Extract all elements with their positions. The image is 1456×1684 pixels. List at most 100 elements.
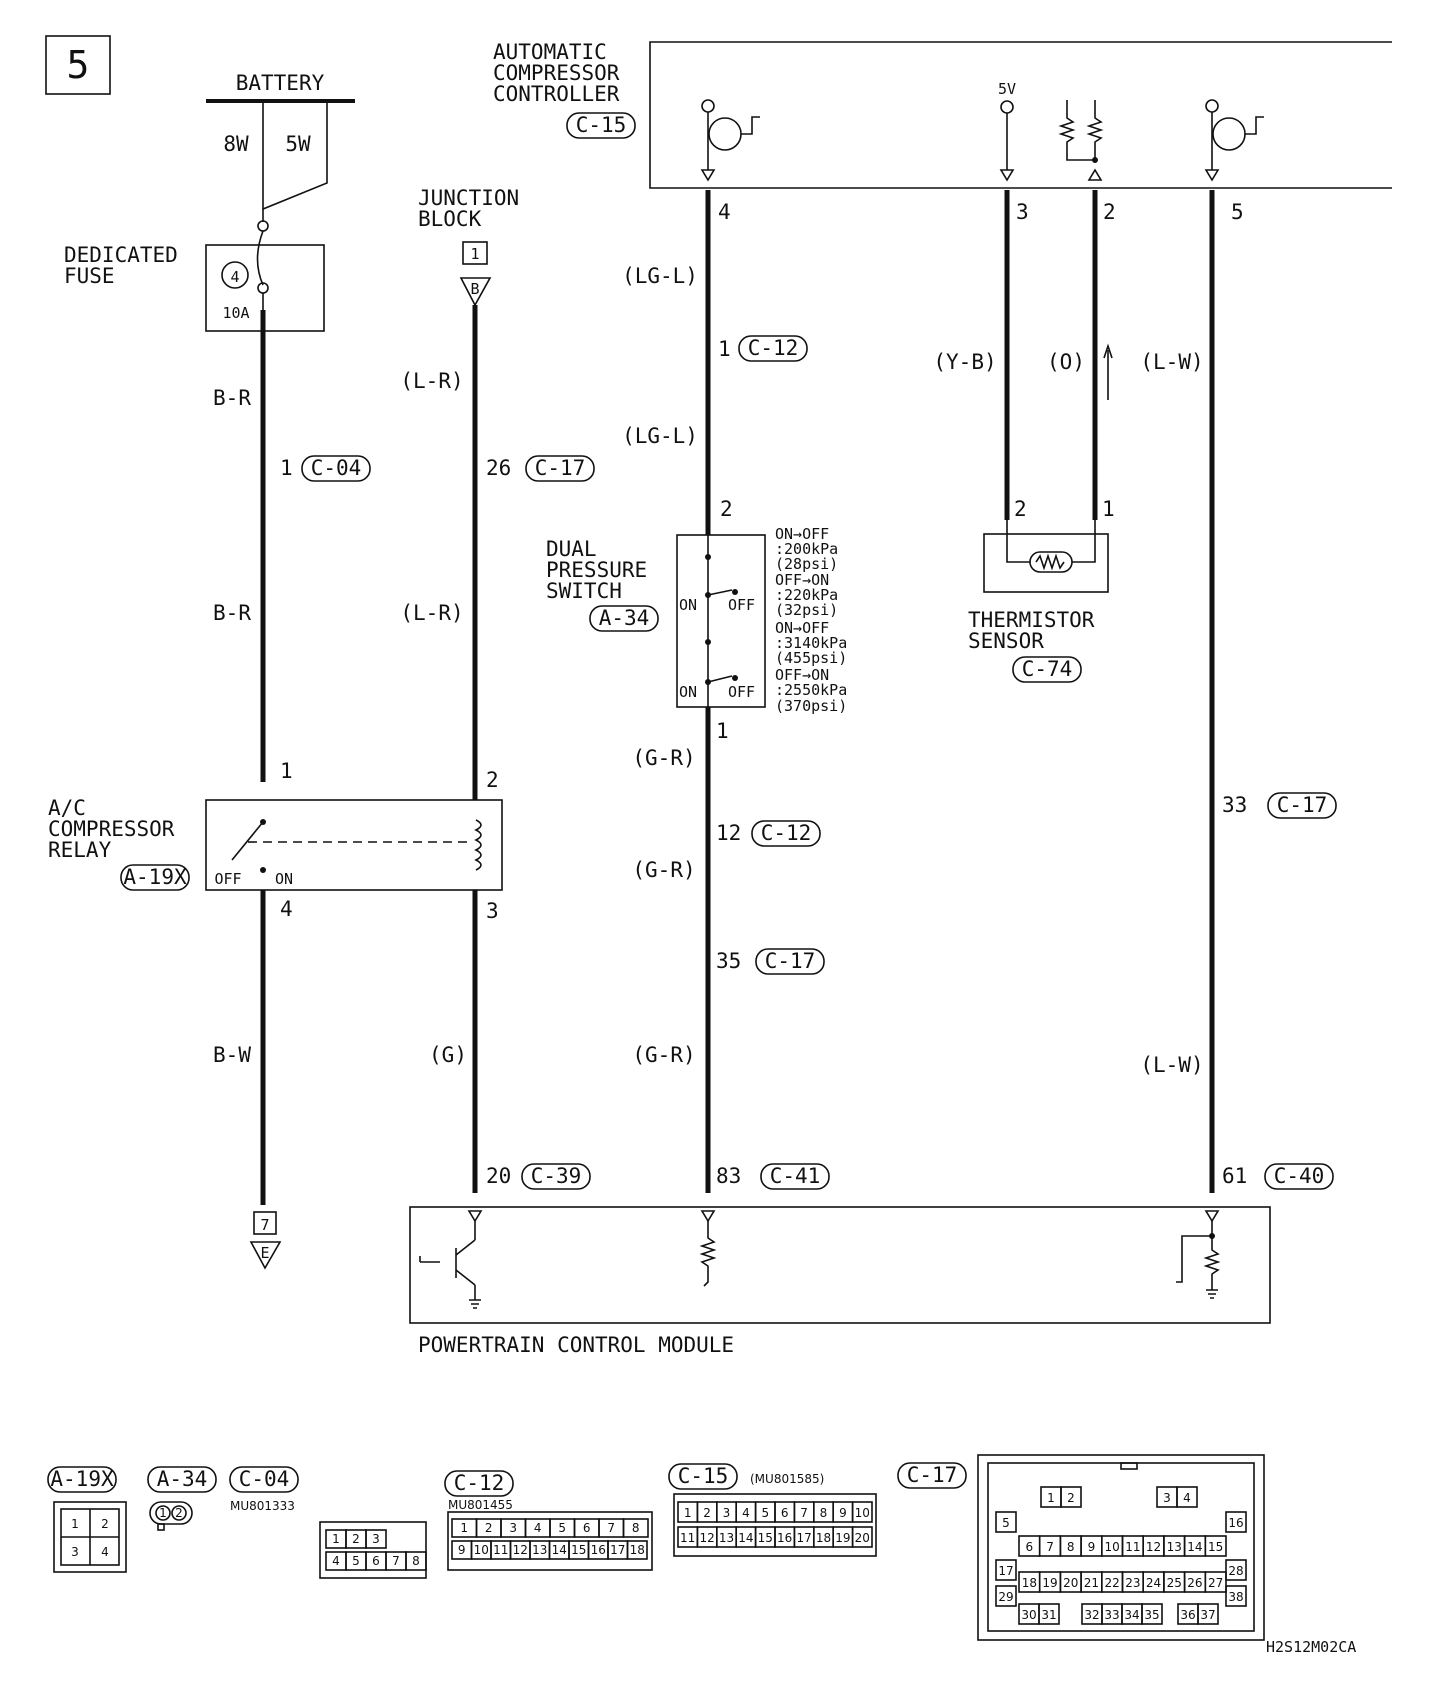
cv-c12-pin: 11 xyxy=(493,1543,508,1557)
cv-c12-pin: 6 xyxy=(583,1521,591,1535)
cv-c17-pin: 23 xyxy=(1125,1576,1140,1590)
cv-c17-pin: 31 xyxy=(1041,1608,1056,1622)
dedicated-fuse: DEDICATED FUSE 4 10A xyxy=(64,209,325,332)
junction-block-label-2: BLOCK xyxy=(418,207,482,231)
cv-c17-pin: 8 xyxy=(1067,1540,1075,1554)
dps-label-3: SWITCH xyxy=(546,579,622,603)
battery-wire-8w: 8W xyxy=(223,132,249,156)
dps-note-1: ON→OFF xyxy=(775,525,829,543)
cv-c17-cell xyxy=(995,1559,1017,1581)
cv-c17-pin: 37 xyxy=(1200,1608,1215,1622)
cv-c15-pin: 10 xyxy=(855,1506,870,1520)
dps-pin-1: 1 xyxy=(716,719,729,743)
cv-c12-pin: 16 xyxy=(591,1543,606,1557)
cv-c12-label: C-12 xyxy=(454,1471,505,1495)
junction-c39-pin: 20 xyxy=(486,1164,511,1188)
cv-a19x-pin-1: 1 xyxy=(71,1517,79,1531)
cv-c12-pin: 3 xyxy=(509,1521,517,1535)
junction-c17c: 33 C-17 xyxy=(1222,792,1337,819)
cv-c15-pin: 19 xyxy=(835,1531,850,1545)
cv-a34-pin-1: 1 xyxy=(159,1506,167,1520)
controller-pin-2: 2 xyxy=(1103,200,1116,224)
cv-a34-label: A-34 xyxy=(157,1467,208,1491)
wire-color-yb: (Y-B) xyxy=(933,350,996,374)
cv-c15-part: (MU801585) xyxy=(750,1472,824,1486)
connector-view-a34: A-34 1 2 xyxy=(147,1466,217,1531)
junction-c04-pin: 1 xyxy=(280,456,293,480)
junction-block-label-1: JUNCTION xyxy=(418,186,519,210)
cv-c04-pin: 7 xyxy=(392,1554,400,1568)
cv-c15-pin: 18 xyxy=(816,1531,831,1545)
junction-c12b-label: C-12 xyxy=(761,821,812,845)
battery-label: BATTERY xyxy=(236,71,325,95)
junction-c40-pin: 61 xyxy=(1222,1164,1247,1188)
cv-c17-pin: 21 xyxy=(1084,1576,1099,1590)
wire-color-bw: B-W xyxy=(213,1043,251,1067)
dps-note-5: :220kPa xyxy=(775,586,838,604)
controller-label-1: AUTOMATIC xyxy=(493,40,607,64)
dps-note-7: ON→OFF xyxy=(775,619,829,637)
junction-c40: 61 C-40 xyxy=(1222,1163,1334,1190)
cv-c15-pin: 14 xyxy=(738,1531,753,1545)
junction-c41-pin: 83 xyxy=(716,1164,741,1188)
cv-c17-pin: 22 xyxy=(1105,1576,1120,1590)
cv-c17-pin: 34 xyxy=(1124,1608,1139,1622)
junction-c40-label: C-40 xyxy=(1274,1164,1325,1188)
ground-e: 7 E xyxy=(249,1211,282,1270)
relay-pin-2: 2 xyxy=(486,768,499,792)
page-number: 5 xyxy=(67,43,90,87)
junction-c12a-pin: 1 xyxy=(718,337,731,361)
cv-c04-cell xyxy=(365,1529,387,1549)
cv-c17-pin: 10 xyxy=(1105,1540,1120,1554)
thermistor-connector: C-74 xyxy=(1022,657,1073,681)
junction-block-terminal: B xyxy=(470,280,479,298)
cv-c04-pin: 3 xyxy=(372,1532,380,1546)
cv-a19x-label: A-19X xyxy=(50,1467,114,1491)
cv-c15-cell xyxy=(851,1501,873,1523)
dps-pin-2: 2 xyxy=(720,497,733,521)
cv-a19x-pin-4: 4 xyxy=(101,1545,109,1559)
dps-note-3: (28psi) xyxy=(775,555,838,573)
wire-color-gr-3: (G-R) xyxy=(632,1043,695,1067)
cv-c17-pin: 19 xyxy=(1042,1576,1057,1590)
cv-c15-pin: 8 xyxy=(820,1506,828,1520)
relay-label-1: A/C xyxy=(48,796,86,820)
junction-c17b: 35 C-17 xyxy=(716,948,825,975)
cv-c17-pin: 26 xyxy=(1187,1576,1202,1590)
cv-c17-pin: 2 xyxy=(1067,1491,1075,1505)
dps-note-2: :200kPa xyxy=(775,540,838,558)
cv-c17-cell xyxy=(1060,1486,1082,1508)
dps-note-9: (455psi) xyxy=(775,649,847,667)
relay-pin-3: 3 xyxy=(486,899,499,923)
dps-note-12: (370psi) xyxy=(775,697,847,715)
junction-c17a-label: C-17 xyxy=(535,456,586,480)
wire-color-lw-1: (L-W) xyxy=(1140,350,1203,374)
cv-c15-pin: 15 xyxy=(758,1531,773,1545)
cv-c15-pin: 13 xyxy=(719,1531,734,1545)
dps-label-2: PRESSURE xyxy=(546,558,647,582)
cv-c15-pin: 16 xyxy=(777,1531,792,1545)
dedicated-fuse-label-1: DEDICATED xyxy=(64,243,178,267)
ac-compressor-relay: A/C COMPRESSOR RELAY A-19X OFF ON xyxy=(48,796,503,891)
cv-c15-pin: 7 xyxy=(800,1506,808,1520)
cv-c12-pin: 9 xyxy=(458,1543,466,1557)
cv-c17-pin: 6 xyxy=(1026,1540,1034,1554)
junction-c39: 20 C-39 xyxy=(486,1163,591,1190)
cv-c17-pin: 18 xyxy=(1022,1576,1037,1590)
relay-label-3: RELAY xyxy=(48,838,112,862)
dps-label-1: DUAL xyxy=(546,537,597,561)
cv-c17-pin: 33 xyxy=(1104,1608,1119,1622)
cv-c17-pin: 35 xyxy=(1144,1608,1159,1622)
dps-on-2: ON xyxy=(679,683,697,701)
cv-c12-pin: 18 xyxy=(630,1543,645,1557)
junction-c41-label: C-41 xyxy=(770,1164,821,1188)
dps-note-6: (32psi) xyxy=(775,601,838,619)
junction-c17c-label: C-17 xyxy=(1277,793,1328,817)
cv-c04-cell xyxy=(405,1551,427,1571)
